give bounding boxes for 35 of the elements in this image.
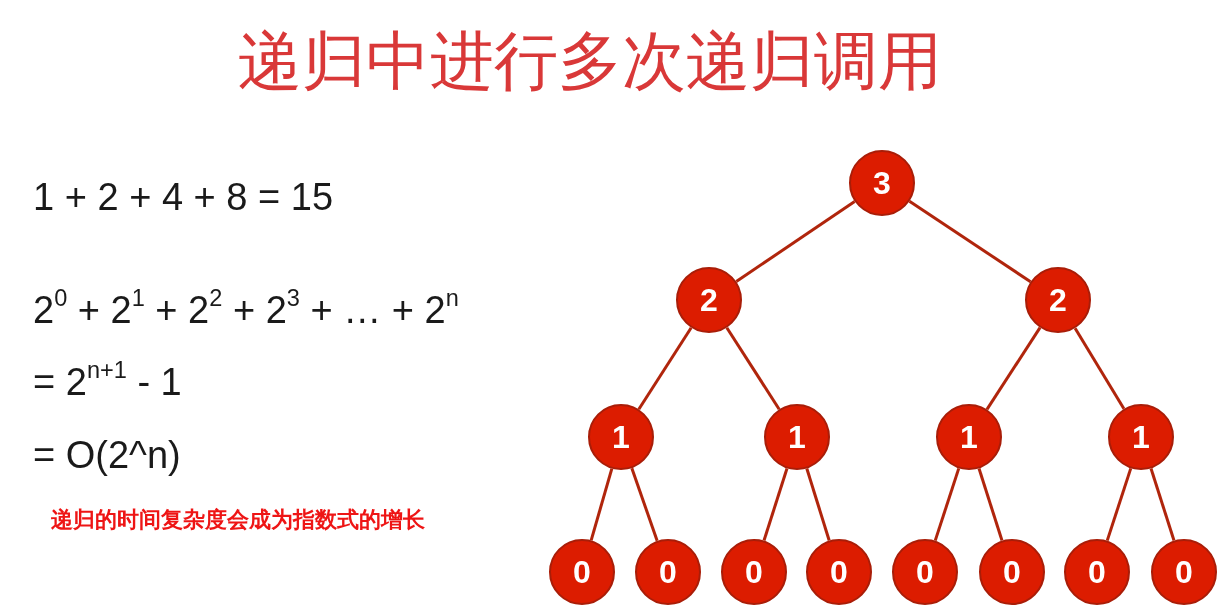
node-value: 0	[659, 555, 677, 589]
title: 递归中进行多次递归调用	[237, 23, 943, 100]
note-text: 递归的时间复杂度会成为指数式的增长	[51, 506, 425, 534]
node-value: 1	[612, 420, 630, 454]
node-value: 0	[830, 555, 848, 589]
node-value: 1	[788, 420, 806, 454]
node-value: 1	[1132, 420, 1150, 454]
node-value: 0	[1003, 555, 1021, 589]
node-value: 3	[873, 166, 891, 200]
connector-line	[630, 467, 659, 542]
connector-line	[589, 468, 614, 541]
node-value: 0	[745, 555, 763, 589]
equation-text: = O(2^n)	[33, 433, 181, 478]
connector-line	[985, 326, 1042, 411]
connector-line	[908, 200, 1032, 283]
connector-line	[1149, 468, 1176, 541]
connector-line	[725, 326, 781, 411]
connector-line	[805, 468, 831, 541]
node-value: 0	[916, 555, 934, 589]
node-value: 1	[960, 420, 978, 454]
equation-text: 1 + 2 + 4 + 8 = 15	[33, 175, 334, 220]
connector-line	[637, 326, 693, 411]
connector-line	[762, 468, 789, 541]
node-value: 0	[573, 555, 591, 589]
node-value: 0	[1088, 555, 1106, 589]
connector-line	[1073, 327, 1126, 410]
connector-line	[933, 467, 961, 542]
node-value: 2	[1049, 283, 1067, 317]
equation-text: = 2$^{n+1}$ - 1	[33, 359, 182, 405]
node-value: 2	[700, 283, 718, 317]
connector-line	[977, 468, 1004, 541]
equation-text: 2$^{0}$ + 2$^{1}$ + 2$^{2}$ + 2$^{3}$ + … + 2$^{n}$	[33, 287, 459, 333]
connector-line	[1105, 467, 1133, 542]
connector-line	[735, 200, 856, 283]
node-value: 0	[1175, 555, 1193, 589]
